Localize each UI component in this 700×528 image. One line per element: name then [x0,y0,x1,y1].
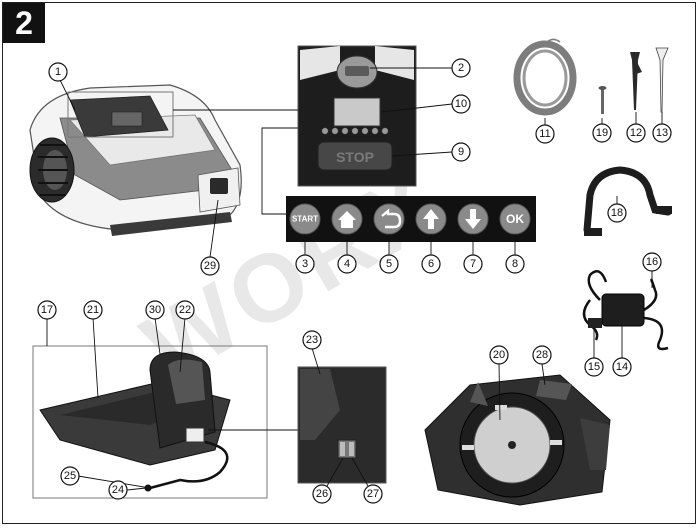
callout-25: 25 [60,466,80,486]
svg-text:23: 23 [306,334,318,346]
svg-text:22: 22 [179,304,191,316]
svg-text:29: 29 [204,260,216,272]
callout-11: 11 [535,124,555,144]
callout-6: 6 [421,254,441,274]
svg-text:30: 30 [149,304,161,316]
mower-illustration [29,84,242,236]
callout-10: 10 [451,94,471,114]
callout-12: 12 [626,123,646,143]
carry-handle [583,166,672,236]
svg-text:19: 19 [596,127,608,139]
svg-text:START: START [292,215,318,224]
page-number-badge: 2 [3,3,45,43]
boundary-wire-coil [513,38,577,116]
callout-1: 1 [48,62,68,82]
svg-text:6: 6 [428,258,434,270]
svg-text:25: 25 [64,470,76,482]
power-supply [582,270,669,351]
svg-text:OK: OK [506,212,524,226]
svg-text:24: 24 [112,484,124,496]
svg-text:21: 21 [87,304,99,316]
callout-19: 19 [592,123,612,143]
callout-27: 27 [363,484,383,504]
callout-13: 13 [652,123,672,143]
callouts: 1 2 3 4 5 6 7 8 9 10 11 12 13 14 15 16 1… [37,58,672,504]
svg-text:28: 28 [536,349,548,361]
svg-text:16: 16 [646,256,658,268]
callout-15: 15 [584,357,604,377]
callout-29: 29 [200,256,220,276]
svg-text:20: 20 [493,349,505,361]
svg-text:12: 12 [630,127,642,139]
svg-text:7: 7 [470,258,476,270]
callout-20: 20 [489,345,509,365]
svg-text:17: 17 [41,304,53,316]
svg-text:8: 8 [512,258,518,270]
svg-text:1: 1 [55,66,61,78]
callout-14: 14 [612,357,632,377]
callout-30: 30 [145,300,165,320]
callout-5: 5 [379,254,399,274]
svg-text:11: 11 [539,128,550,140]
callout-22: 22 [175,300,195,320]
svg-text:2: 2 [458,62,464,74]
back-arrow-icon [373,203,405,235]
svg-text:13: 13 [656,127,668,139]
screw [598,86,607,114]
callout-26: 26 [312,484,332,504]
ok-button: OK [499,203,531,235]
svg-text:26: 26 [316,488,328,500]
callout-18: 18 [607,203,627,223]
svg-text:4: 4 [344,258,350,270]
home-icon [331,203,363,235]
callout-24: 24 [108,480,128,500]
mower-underside [424,374,611,506]
down-arrow-icon [457,203,489,235]
start-button: START [289,203,321,235]
callout-7: 7 [463,254,483,274]
callout-23: 23 [302,330,322,350]
up-arrow-icon [415,203,447,235]
callout-21: 21 [83,300,103,320]
svg-text:18: 18 [611,207,623,219]
control-panel-closeup: STOP [297,45,417,187]
svg-text:3: 3 [302,258,308,270]
callout-8: 8 [505,254,525,274]
svg-text:5: 5 [386,258,392,270]
leader-lines [46,67,663,491]
svg-text:14: 14 [616,361,628,373]
callout-16: 16 [642,252,662,272]
svg-text:15: 15 [588,361,600,373]
callout-28: 28 [532,345,552,365]
connector-closeup [297,366,387,484]
charging-base-peg [630,52,642,110]
callout-9: 9 [451,142,471,162]
svg-text:9: 9 [458,146,464,158]
callout-2: 2 [451,58,471,78]
svg-text:27: 27 [367,488,379,500]
callout-3: 3 [295,254,315,274]
charging-station [39,351,231,492]
wire-peg [655,47,669,113]
callout-17: 17 [37,300,57,320]
callout-4: 4 [337,254,357,274]
control-button-strip: START OK [286,196,536,242]
svg-text:10: 10 [455,98,467,110]
stop-button-label: STOP [336,149,374,165]
